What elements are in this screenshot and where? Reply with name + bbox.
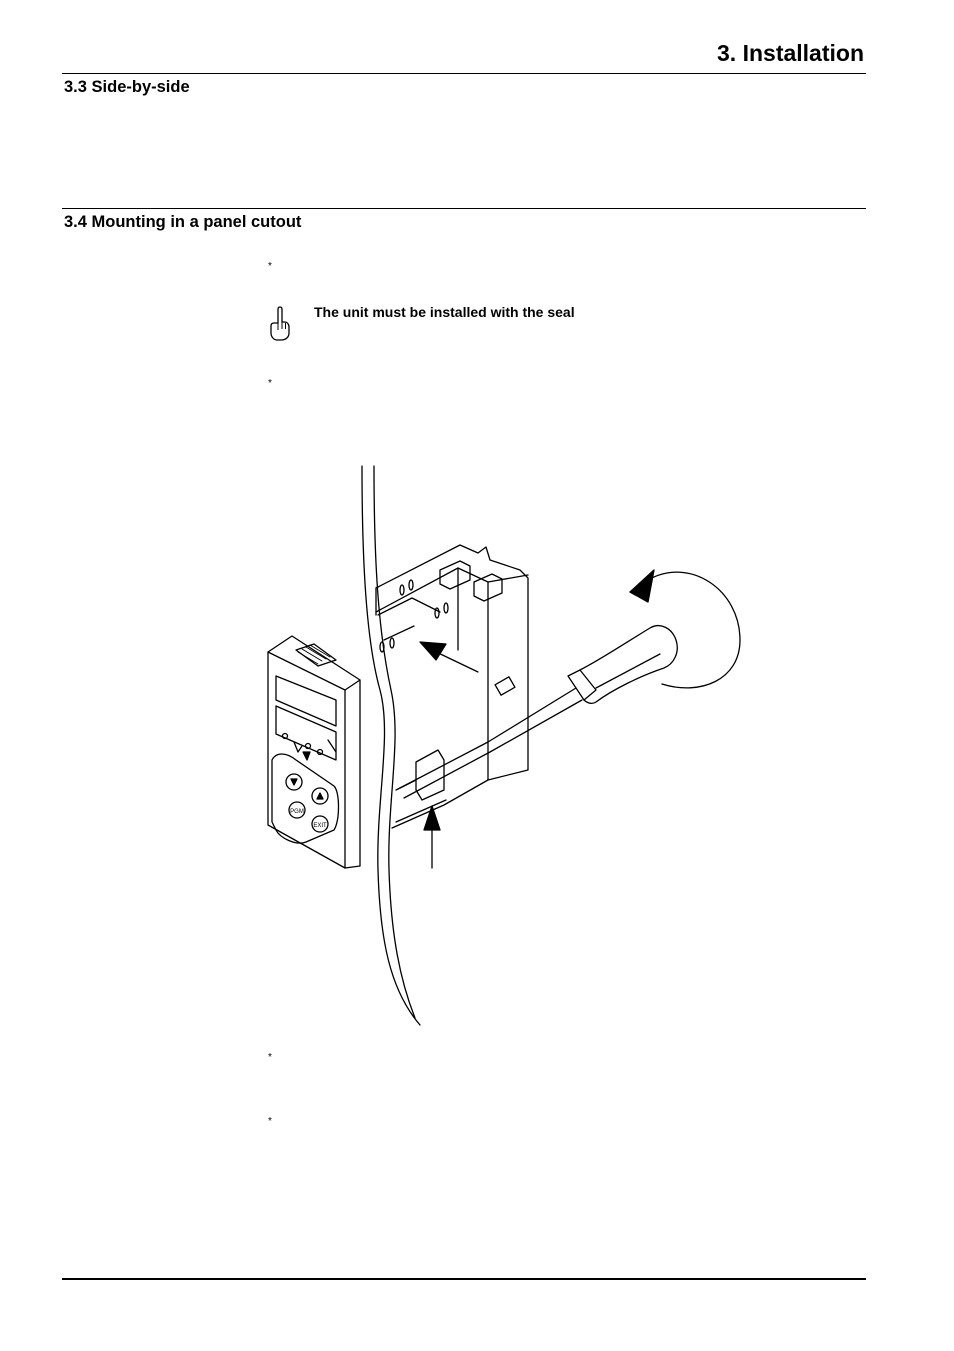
- screwdriver-shaft-top: [399, 687, 577, 789]
- up-key: [311, 787, 329, 805]
- screwdriver-ferrule: [567, 669, 597, 701]
- mounting-illustration: PGM EXIT: [255, 460, 755, 1030]
- bullet-1: *: [268, 261, 272, 272]
- front-unit-outline: [267, 635, 361, 869]
- bullet-2: *: [268, 378, 272, 389]
- exit-key-label: EXIT: [313, 823, 327, 829]
- clip-slot-upper: [377, 597, 441, 616]
- screwdriver-handle: [579, 625, 678, 705]
- note-text: The unit must be installed with the seal: [314, 304, 575, 320]
- section-divider: [62, 208, 866, 209]
- down-key: [285, 773, 303, 791]
- push-arrowhead: [419, 641, 447, 661]
- lift-arrowhead: [423, 805, 441, 831]
- mounting-clip: [415, 749, 445, 801]
- screwdriver-shaft-bottom: [403, 699, 583, 799]
- footer-rule: [62, 1278, 866, 1280]
- housing-outline: [375, 544, 529, 829]
- pgm-key: [288, 801, 306, 819]
- pgm-key-label: PGM: [290, 809, 304, 815]
- pointing-hand-icon: [268, 305, 292, 341]
- front-unit-latch: [295, 643, 337, 667]
- rotation-arrowhead: [629, 569, 655, 603]
- terminal-slot-2: [473, 573, 503, 602]
- keypad-panel: [271, 753, 340, 844]
- section-heading-side-by-side: 3.3 Side-by-side: [64, 78, 190, 96]
- panel-wall-front-edge: [361, 465, 421, 1026]
- display-window-bottom: [275, 705, 337, 761]
- chapter-title: 3. Installation: [717, 40, 864, 66]
- section-heading-panel-cutout: 3.4 Mounting in a panel cutout: [64, 213, 302, 231]
- header-rule: [62, 73, 866, 74]
- housing-top-front-edge: [375, 567, 489, 781]
- bullet-3: *: [268, 1052, 272, 1063]
- panel-wall-back-edge: [373, 465, 416, 1019]
- terminal-slot-1: [439, 560, 471, 590]
- exit-key: [311, 815, 329, 833]
- display-window-top: [275, 675, 337, 727]
- bullet-4: *: [268, 1116, 272, 1127]
- rotation-arrow-curve: [647, 571, 741, 689]
